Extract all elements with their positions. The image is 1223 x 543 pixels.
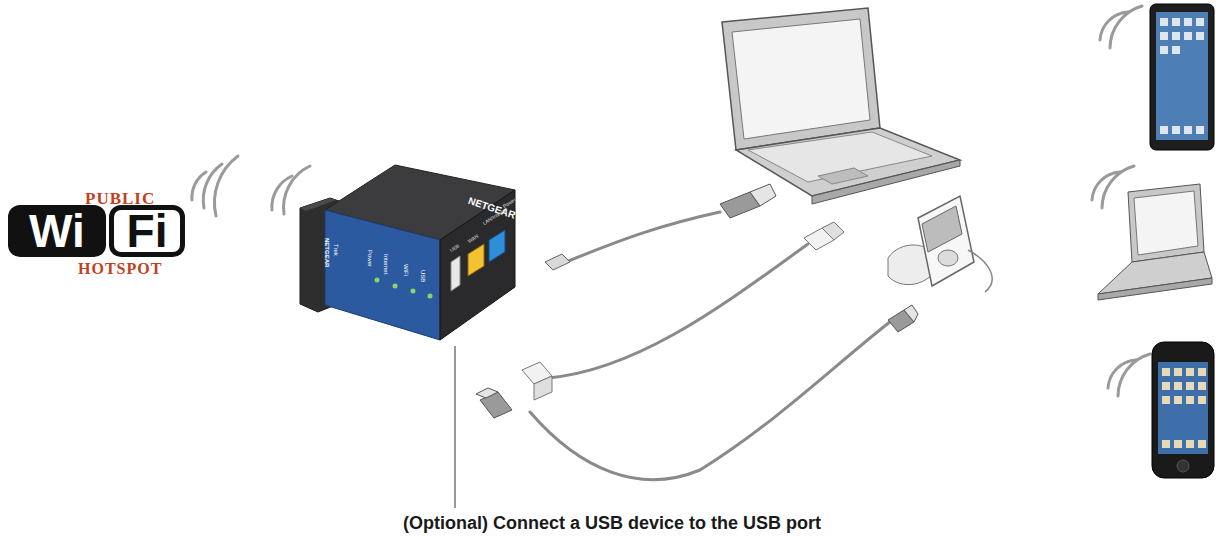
- drawing-part: [1160, 18, 1168, 26]
- drawing-part: [428, 294, 433, 299]
- drawing-part: [1172, 18, 1180, 26]
- usb-plug-player: [476, 305, 918, 418]
- drawing-part: [272, 176, 292, 210]
- drawing-part: [918, 196, 974, 286]
- wifi-waves: [192, 6, 1150, 396]
- led-label: USB: [420, 270, 426, 282]
- fi-badge: Fi: [109, 205, 185, 257]
- drawing-part: [1162, 396, 1170, 404]
- drawing-part: [1174, 382, 1182, 390]
- led-label: Power: [367, 250, 373, 267]
- usb-plug-laptop: [545, 184, 776, 270]
- drawing-part: [922, 206, 962, 252]
- drawing-part: [530, 318, 895, 480]
- drawing-part: [375, 278, 380, 283]
- drawing-part: [1186, 396, 1194, 404]
- drawing-part: [545, 254, 570, 270]
- drawing-part: [1186, 382, 1194, 390]
- led-label: WiFi: [403, 264, 409, 276]
- drawing-part: [393, 284, 398, 289]
- laptop: [722, 8, 960, 204]
- drawing-part: [1162, 382, 1170, 390]
- drawing-part: [548, 244, 808, 378]
- lan-port: [489, 230, 505, 262]
- ethernet-plugs: [522, 222, 844, 400]
- caption: (Optional) Connect a USB device to the U…: [403, 514, 821, 532]
- drawing-part: [1172, 126, 1180, 134]
- drawing-part: [1174, 440, 1182, 448]
- hotspot-top-text: PUBLIC: [85, 190, 155, 207]
- drawing-part: [1118, 354, 1150, 396]
- drawing-part: [1158, 362, 1208, 454]
- drawing-part: [904, 305, 918, 322]
- wi-badge: Wi: [8, 205, 106, 257]
- drawing-part: [750, 184, 776, 206]
- drawing-part: [938, 250, 958, 266]
- mp3-player: [888, 196, 992, 292]
- drawing-part: [1160, 32, 1168, 40]
- drawing-part: [1196, 32, 1204, 40]
- drawing-part: [1160, 18, 1204, 134]
- drawing-part: [1198, 440, 1206, 448]
- drawing-part: [1098, 278, 1212, 300]
- drawing-part: [736, 128, 960, 196]
- model-name: Trek: [333, 244, 339, 256]
- drawing-part: [476, 388, 498, 398]
- drawing-part: [1152, 342, 1214, 478]
- drawing-part: [411, 289, 416, 294]
- drawing-part: [203, 164, 222, 208]
- drawing-part: [1172, 46, 1180, 54]
- logo-text: Fi: [127, 208, 168, 254]
- drawing-part: [1198, 396, 1206, 404]
- drawing-part: [822, 222, 844, 240]
- drawing-part: [1162, 368, 1206, 448]
- drawing-part: [1196, 18, 1204, 26]
- router-front-panel: [325, 210, 440, 340]
- hotspot-bottom-text: HOTSPOT: [78, 261, 162, 277]
- drawing-part: [812, 160, 960, 204]
- smartphone: [1152, 342, 1214, 478]
- drawing-part: [1196, 126, 1204, 134]
- drawing-part: [1172, 32, 1180, 40]
- drawing-part: [1177, 460, 1189, 472]
- drawing-part: [1174, 396, 1182, 404]
- drawing-part: [1160, 126, 1168, 134]
- drawing-part: [968, 250, 992, 292]
- cables: [530, 212, 895, 480]
- drawing-part: [818, 168, 868, 184]
- drawing-part: [1184, 32, 1192, 40]
- drawing-part: [722, 8, 880, 150]
- drawing-part: [1184, 18, 1192, 26]
- router-side: [440, 190, 515, 340]
- usb-port: [451, 256, 460, 291]
- small-laptop: [1098, 184, 1212, 300]
- drawing-part: [1110, 6, 1142, 48]
- leader-line: [455, 346, 456, 508]
- tablet: [1150, 4, 1214, 150]
- drawing-part: [214, 156, 238, 216]
- drawing-part: [1156, 12, 1208, 140]
- drawing-part: [1198, 368, 1206, 376]
- drawing-part: [1186, 440, 1194, 448]
- wan-port: [468, 244, 484, 276]
- drawing-part: [1162, 368, 1170, 376]
- drawing-part: [1174, 368, 1182, 376]
- drawing-part: [1198, 382, 1206, 390]
- drawing-part: [1150, 4, 1214, 150]
- logo-text: Wi: [29, 208, 85, 254]
- drawing-part: [1186, 368, 1194, 376]
- led-label: Internet: [383, 254, 389, 274]
- drawing-part: [732, 19, 870, 139]
- drawing-part: [1160, 46, 1168, 54]
- brand-front: NETGEAR: [324, 238, 330, 267]
- drawing-part: [1184, 126, 1192, 134]
- drawing-part: [1162, 440, 1170, 448]
- drawing-part: [1134, 191, 1198, 255]
- drawing-part: [1128, 184, 1204, 262]
- drawing-part: [534, 376, 552, 400]
- drawing-part: [566, 212, 720, 262]
